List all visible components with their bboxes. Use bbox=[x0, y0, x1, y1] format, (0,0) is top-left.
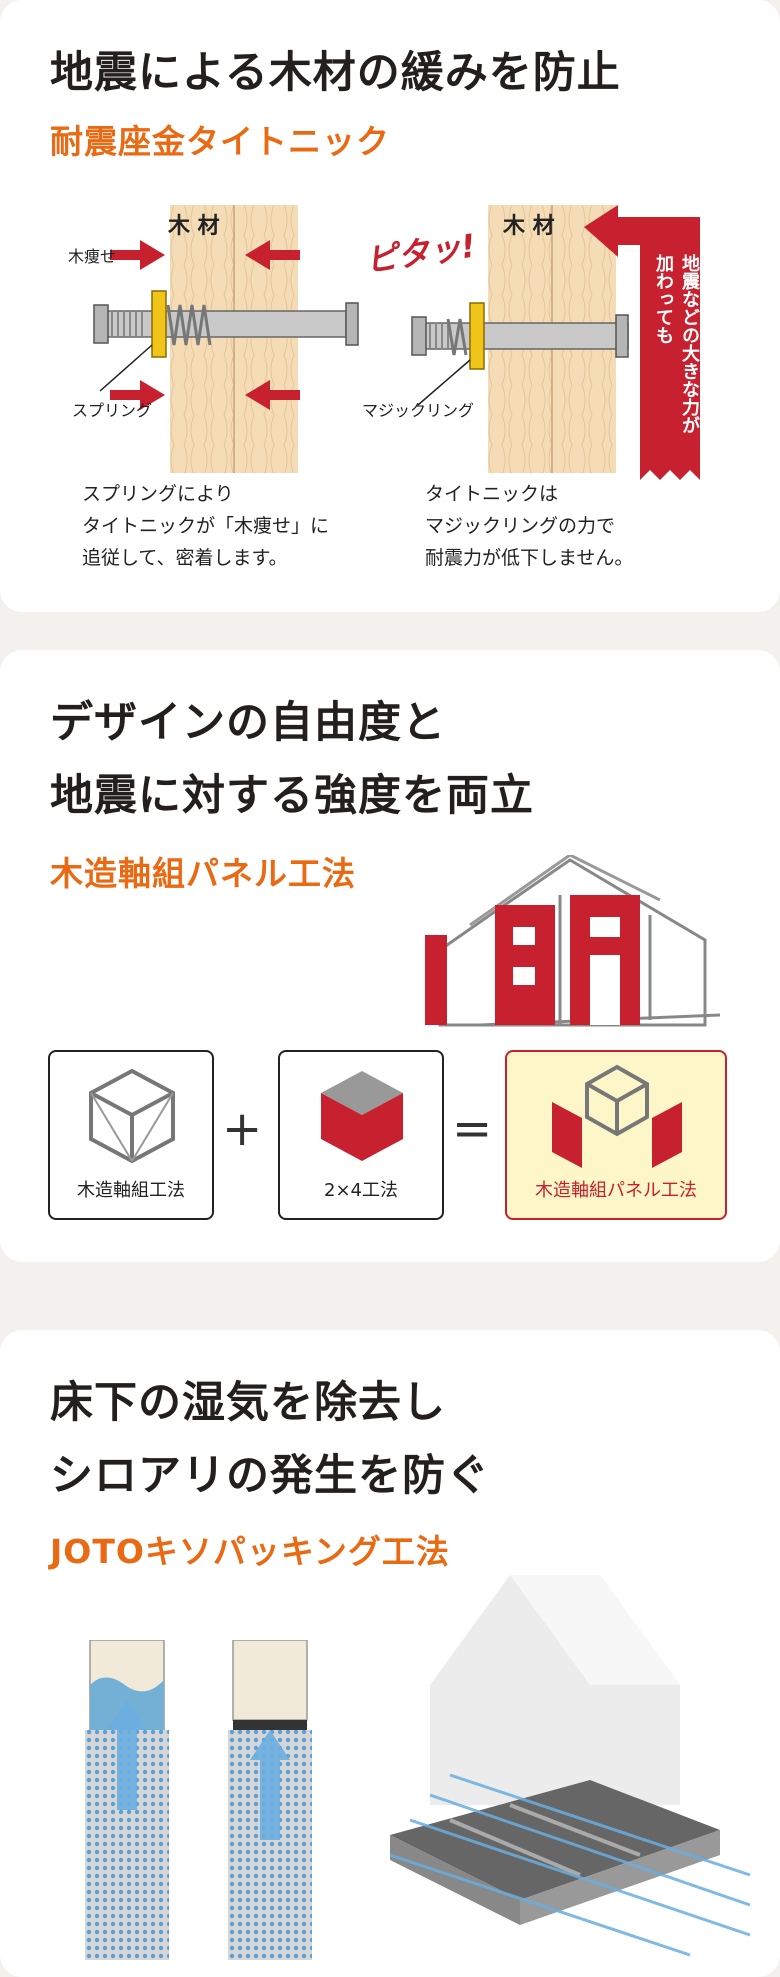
equals-sign: = bbox=[452, 1101, 493, 1157]
force-text-1: 地震などの大きな力が bbox=[679, 254, 700, 434]
spring-washer-diagram bbox=[93, 205, 359, 473]
section-title: 地震による木材の緩みを防止 bbox=[50, 48, 621, 98]
section-title-line1: 床下の湿気を除去し bbox=[50, 1378, 446, 1428]
magic-ring-label: マジックリング bbox=[362, 401, 475, 420]
section-subtitle: 耐震座金タイトニック bbox=[50, 122, 390, 161]
caption-right: タイトニックは マジックリングの力で 耐震力が低下しません。 bbox=[425, 483, 634, 569]
wood-label-right: 木 材 bbox=[503, 214, 555, 239]
caption-left: スプリングにより タイトニックが「木痩せ」に 追従して、密着します。 bbox=[82, 483, 330, 569]
section-subtitle: JOTOキソパッキング工法 bbox=[50, 1532, 450, 1571]
section-title-line2: 地震に対する強度を両立 bbox=[50, 771, 534, 821]
force-text-2: 加わっても bbox=[653, 254, 674, 344]
panel-method-section: デザインの自由度と 地震に対する強度を両立 木造軸組パネル工法 木造軸組工法 + bbox=[0, 650, 780, 1262]
plus-sign: + bbox=[222, 1101, 263, 1157]
section-title-line1: デザインの自由度と bbox=[50, 698, 446, 748]
kiso-packing-section: 床下の湿気を除去し シロアリの発生を防ぐ JOTOキソパッキング工法 bbox=[0, 1330, 780, 1977]
shrink-label: 木痩せ bbox=[68, 247, 117, 266]
combined-cube-icon bbox=[552, 1064, 682, 1168]
method-box-panel: 木造軸組パネル工法 bbox=[505, 1050, 727, 1220]
method-box-2x4: 2×4工法 bbox=[278, 1050, 444, 1220]
magic-ring-diagram bbox=[411, 205, 700, 480]
tightnic-section: 地震による木材の緩みを防止 耐震座金タイトニック 木 材 木痩せ スプリング bbox=[0, 0, 780, 612]
method-box-label: 木造軸組工法 bbox=[77, 1180, 185, 1201]
spring-label: スプリング bbox=[72, 401, 153, 420]
section-subtitle: 木造軸組パネル工法 bbox=[50, 854, 356, 893]
house-ventilation-illustration bbox=[390, 1575, 751, 1957]
conventional-foundation-diagram bbox=[85, 1640, 169, 1960]
house-frame-illustration bbox=[425, 855, 720, 1027]
wood-label-left: 木 材 bbox=[168, 214, 220, 239]
kiso-packing-foundation-diagram bbox=[228, 1640, 312, 1960]
panel-cube-icon bbox=[321, 1071, 403, 1161]
section-title-line2: シロアリの発生を防ぐ bbox=[50, 1451, 490, 1501]
method-box-label: 木造軸組パネル工法 bbox=[535, 1180, 697, 1201]
method-box-label: 2×4工法 bbox=[324, 1180, 398, 1201]
method-box-frame: 木造軸組工法 bbox=[48, 1050, 214, 1220]
frame-cube-icon bbox=[89, 1068, 175, 1164]
